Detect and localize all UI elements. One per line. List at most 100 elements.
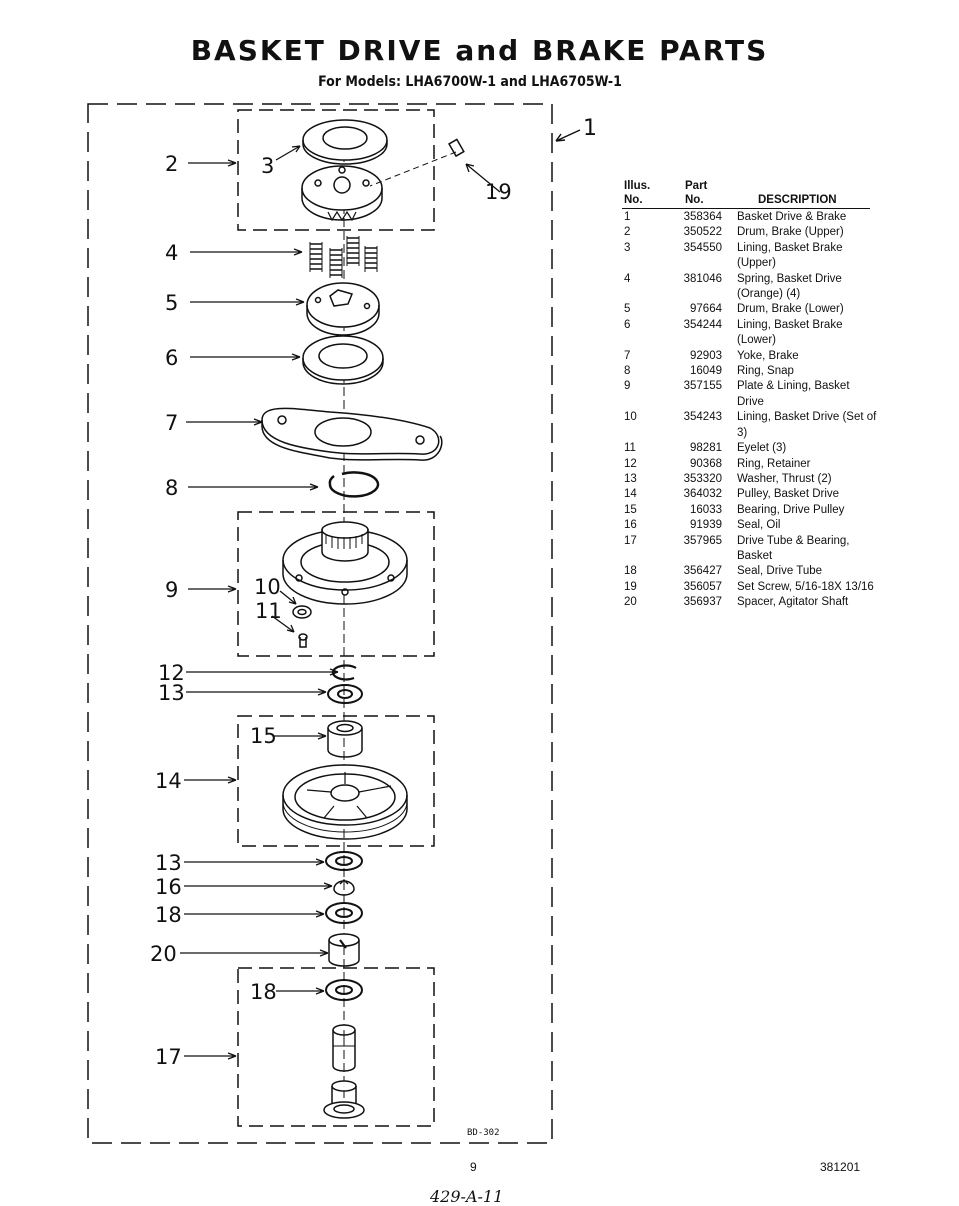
part-number: 92903: [690, 349, 722, 362]
doc-number: 381201: [820, 1160, 861, 1174]
illus-number: 4: [624, 272, 631, 285]
table-row: 1 358364 Basket Drive & Brake: [622, 210, 877, 225]
illus-number: 13: [624, 472, 637, 485]
callout-13-lower: 13: [155, 851, 182, 875]
illus-number: 18: [624, 565, 637, 578]
callout-19: 19: [485, 180, 512, 204]
diagram-code: BD-302: [467, 1128, 500, 1138]
part-number: 91939: [690, 519, 722, 532]
illus-number: 9: [624, 380, 631, 393]
illus-number: 5: [624, 303, 631, 316]
callout-11: 11: [255, 599, 282, 623]
callout-20: 20: [150, 942, 177, 966]
part-16-oil-seal: [333, 878, 355, 896]
description: Basket Drive & Brake: [737, 211, 847, 223]
part-13-washer-upper: [327, 684, 363, 704]
part-19-set-screw: [369, 138, 465, 187]
description: Seal, Drive Tube: [737, 565, 823, 578]
description: Drum, Brake (Upper): [737, 226, 844, 239]
callout-7: 7: [165, 411, 178, 435]
illus-number: 1: [624, 211, 631, 223]
subassembly-box-14: [237, 715, 435, 847]
illus-number: 7: [624, 349, 631, 362]
callout-12: 12: [158, 661, 185, 685]
callout-4: 4: [165, 241, 178, 265]
part-9-plate-lining: [282, 521, 408, 605]
header-part-2: No.: [685, 194, 704, 206]
part-number: 97664: [690, 303, 722, 316]
description: Lining, Basket Brake (Lower): [737, 318, 843, 347]
page-subtitle: For Models: LHA6700W-1 and LHA6705W-1: [318, 74, 622, 90]
callout-14: 14: [155, 769, 182, 793]
table-row: 6 354244 Lining, Basket Brake (Lower): [622, 318, 877, 349]
table-row: 19 356057 Set Screw, 5/16-18X 13/16: [622, 580, 877, 595]
parts-table-header: Illus. No. Part No. DESCRIPTION: [622, 178, 877, 210]
part-number: 354244: [683, 318, 722, 331]
part-13-washer-lower: [325, 851, 363, 871]
illus-number: 19: [624, 580, 637, 593]
part-18-seal-upper: [325, 902, 363, 924]
table-row: 5 97664 Drum, Brake (Lower): [622, 302, 877, 317]
description: Lining, Basket Brake (Upper): [737, 241, 843, 270]
part-20-spacer: [328, 933, 360, 967]
table-row: 3 354550 Lining, Basket Brake (Upper): [622, 241, 877, 272]
assembly-boundary: [87, 103, 553, 1144]
callout-9: 9: [165, 578, 178, 602]
description: Drive Tube & Bearing, Basket: [737, 534, 850, 562]
part-3-upper-lining: [302, 119, 388, 165]
callout-5: 5: [165, 291, 178, 315]
illus-number: 3: [624, 241, 631, 254]
description: Ring, Snap: [737, 365, 794, 378]
illus-number: 12: [624, 457, 637, 470]
part-number: 358364: [683, 211, 722, 223]
part-2-upper-drum: [301, 165, 383, 222]
header-illus-2: No.: [624, 194, 643, 206]
callout-17: 17: [155, 1045, 182, 1069]
description: Eyelet (3): [737, 442, 787, 455]
illus-number: 17: [624, 534, 637, 547]
description: Drum, Brake (Lower): [737, 303, 844, 316]
table-row: 4 381046 Spring, Basket Drive (Orange) (4): [622, 272, 877, 303]
illus-number: 20: [624, 596, 637, 609]
callout-18-lower: 18: [250, 980, 277, 1004]
callout-16: 16: [155, 875, 182, 899]
illus-number: 6: [624, 318, 631, 331]
part-number: 357155: [683, 380, 722, 393]
part-number: 356057: [683, 580, 722, 593]
callout-2: 2: [165, 152, 178, 176]
description: Lining, Basket Drive (Set of 3): [737, 411, 877, 439]
part-6-lower-lining: [302, 335, 384, 385]
part-7-yoke: [261, 407, 443, 461]
part-18-seal-lower: [325, 979, 363, 1001]
subassembly-box-17: [237, 967, 435, 1127]
handwritten-note: 429-A-11: [430, 1187, 504, 1206]
description: Spring, Basket Drive (Orange) (4): [737, 272, 842, 301]
part-number: 357965: [683, 534, 722, 547]
part-number: 354550: [683, 241, 722, 254]
header-description: DESCRIPTION: [758, 194, 837, 206]
table-row: 17 357965 Drive Tube & Bearing, Basket: [622, 534, 877, 565]
description: Set Screw, 5/16-18X 13/16: [737, 580, 874, 593]
illus-number: 14: [624, 488, 637, 501]
illus-number: 2: [624, 226, 631, 239]
part-number: 381046: [683, 272, 722, 285]
part-15-bearing: [327, 720, 363, 758]
header-rule: [622, 208, 870, 209]
illus-number: 11: [624, 442, 636, 455]
callout-10: 10: [254, 575, 281, 599]
illus-number: 8: [624, 365, 631, 378]
part-5-lower-drum: [306, 282, 380, 336]
part-number: 16049: [690, 365, 722, 378]
description: Yoke, Brake: [737, 349, 799, 362]
description: Bearing, Drive Pulley: [737, 503, 845, 516]
illus-number: 10: [624, 411, 637, 424]
header-illus-1: Illus.: [624, 180, 651, 192]
